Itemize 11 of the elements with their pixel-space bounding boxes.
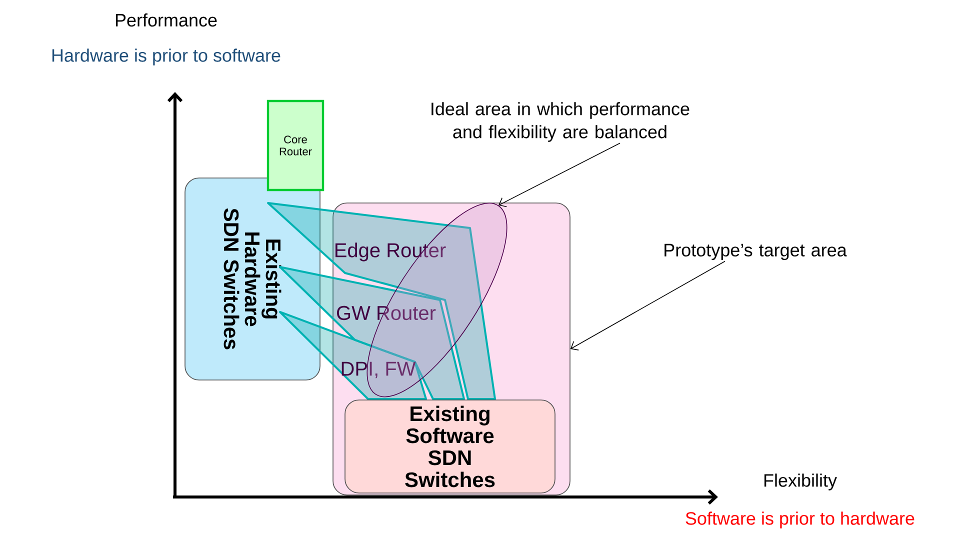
router-box: Core Router [266,100,324,192]
axis-title: Performance [116,13,217,27]
switch-box: Existing Hardware SDN Switches [184,178,320,380]
switch-box: Existing Software SDN Switches [344,400,556,494]
leader-line [498,142,620,208]
axis-caption: Software is prior to hardware [686,512,914,528]
annotation-text: Ideal area in which performance and flexibility are balanced [432,102,690,142]
axis-title: Flexibility [764,474,837,490]
leader-line [570,260,726,350]
annotation-text: Prototype’s target area [664,244,847,260]
axis-caption: Hardware is prior to software [52,48,280,66]
